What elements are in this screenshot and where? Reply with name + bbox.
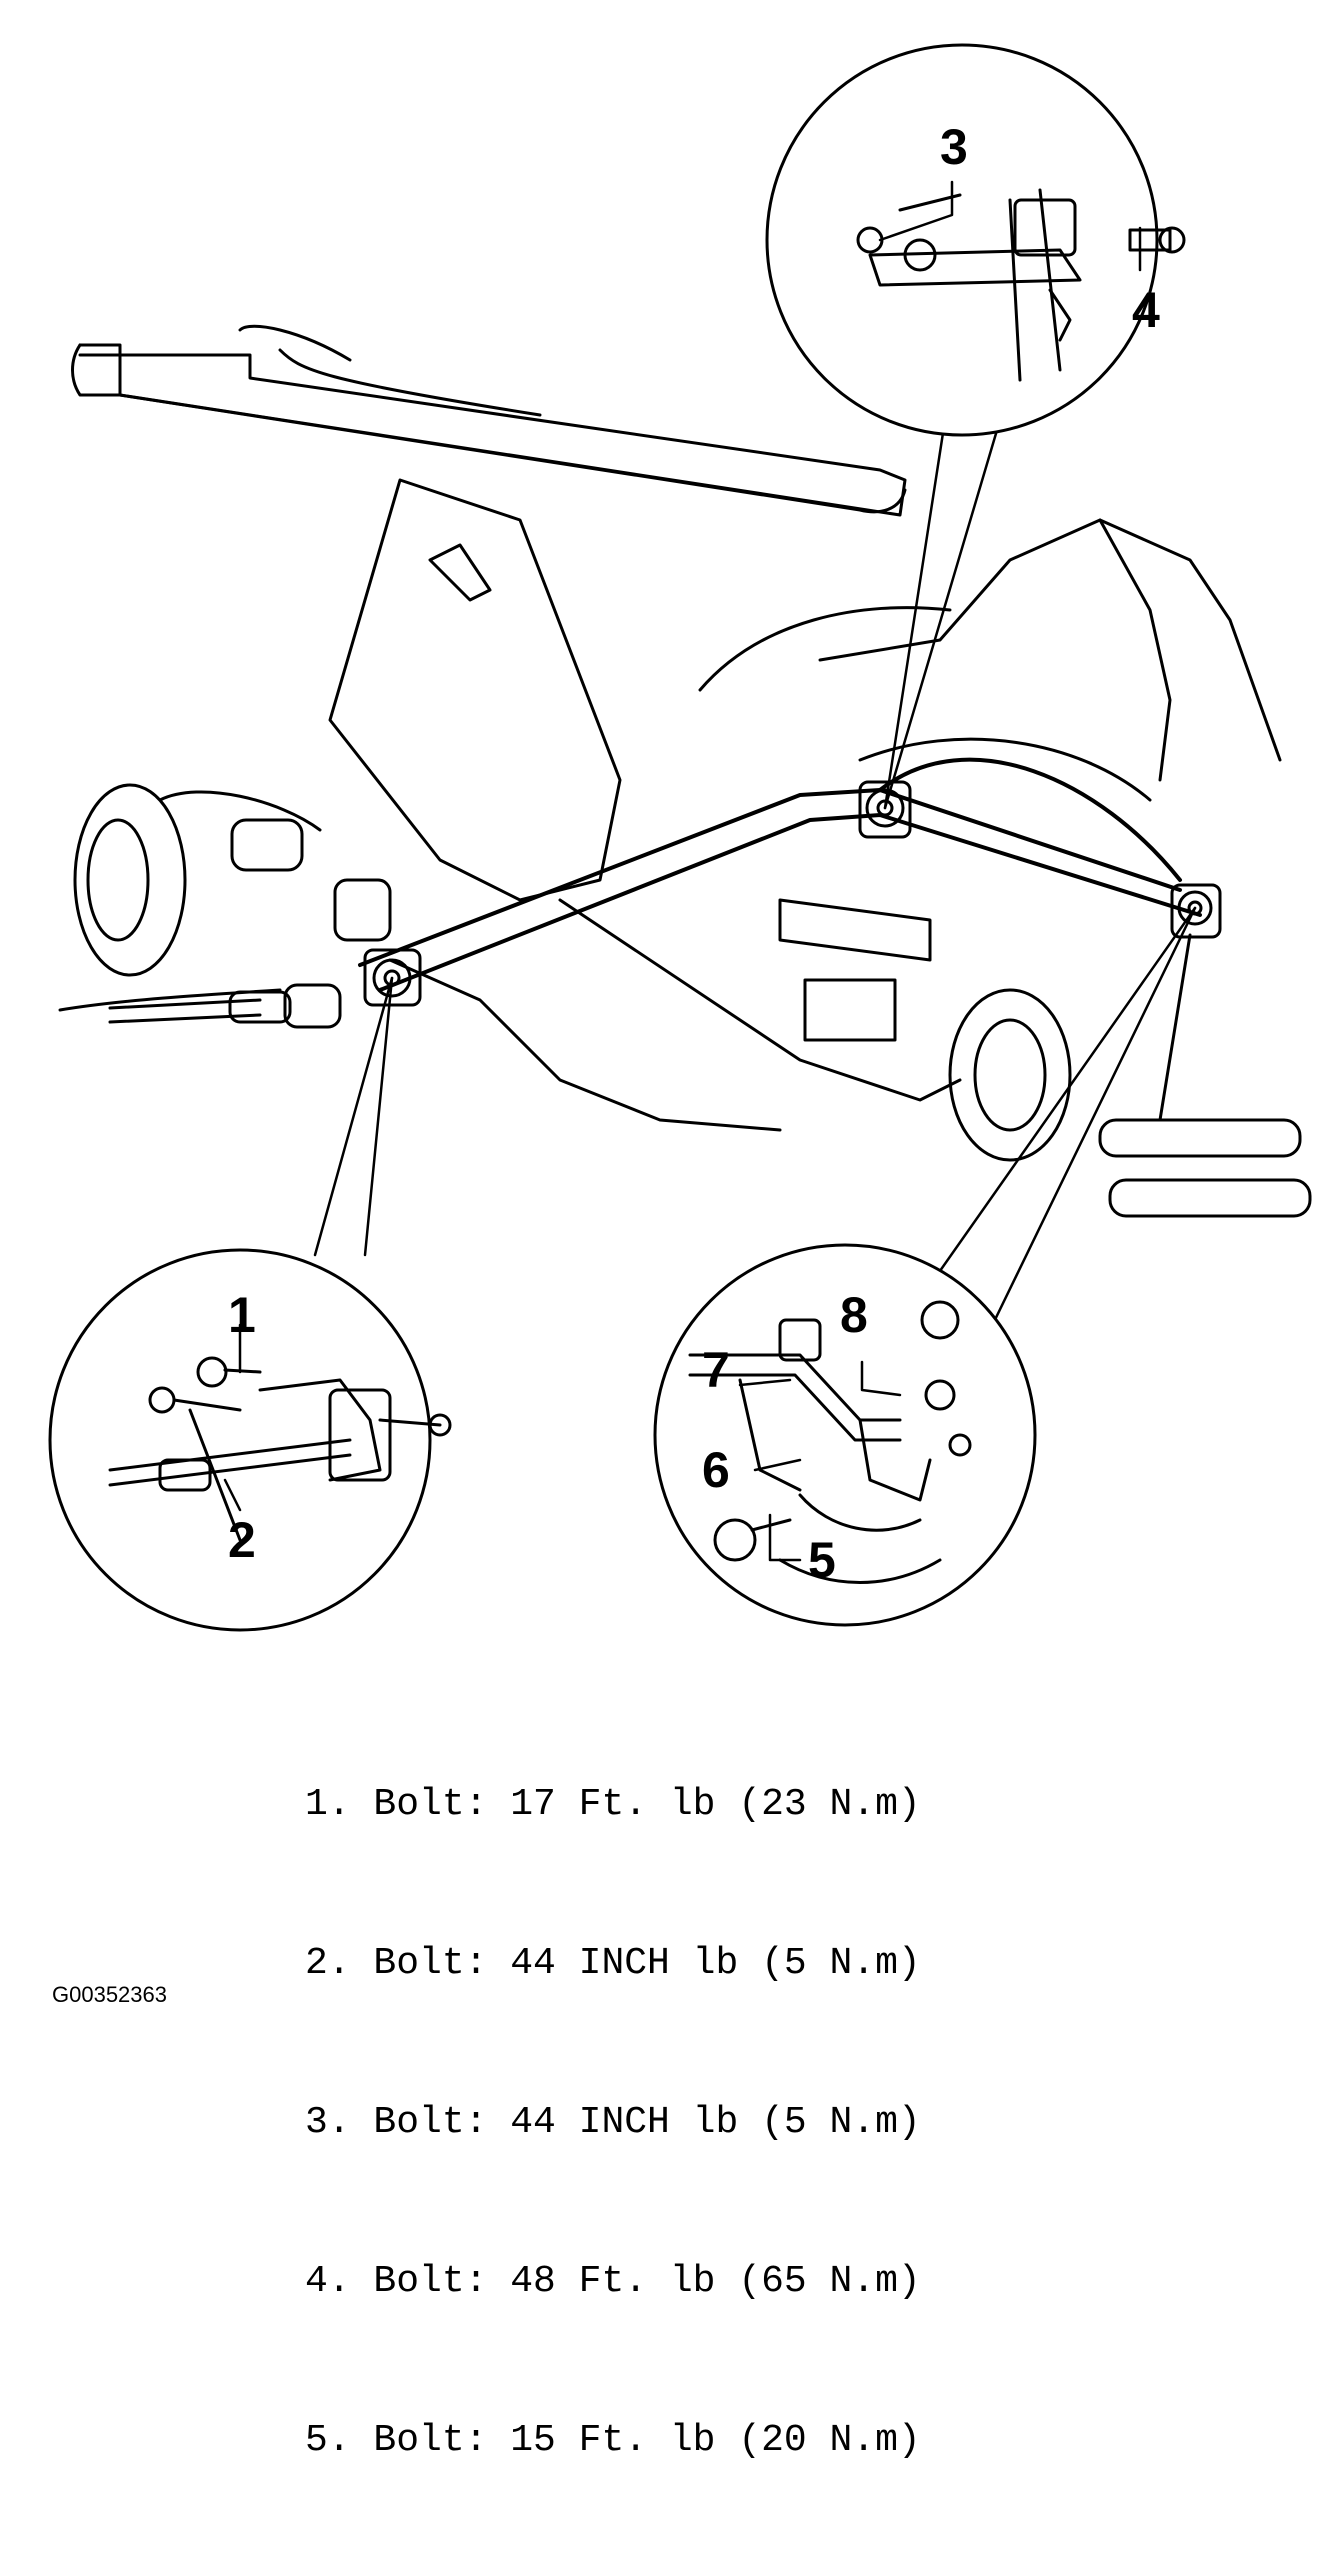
callout-3: 3	[940, 119, 968, 175]
transmission-body	[328, 478, 1282, 1162]
callout-leaders	[223, 180, 1142, 1562]
frame-rail	[71, 324, 907, 517]
callout-6: 6	[702, 1442, 730, 1498]
callout-4: 4	[1132, 282, 1160, 338]
legend-item: 1. Bolt: 17 Ft. lb (23 N.m)	[305, 1783, 921, 1826]
detail-circle-left	[48, 1248, 452, 1632]
drivetrain-illustration	[48, 43, 1312, 1632]
clamp-brackets	[363, 780, 1222, 1007]
legend-item: 2. Bolt: 44 INCH lb (5 N.m)	[305, 1942, 921, 1985]
callout-7: 7	[702, 1342, 730, 1398]
callout-8: 8	[840, 1287, 868, 1343]
leader-lines	[313, 418, 1197, 1332]
detail-circle-right	[653, 1243, 1037, 1627]
figure-id: G00352363	[52, 1982, 167, 2007]
diagram-stage: 3 4 1 2 8 7 6 5 1. Bolt: 17 Ft. lb (23 N…	[48, 43, 1312, 2462]
support-rod	[358, 757, 1202, 992]
cross-member	[1098, 933, 1312, 1218]
legend-item: 3. Bolt: 44 INCH lb (5 N.m)	[305, 2101, 921, 2144]
detail-circle-top	[765, 43, 1186, 437]
axle-assembly	[58, 783, 392, 1012]
callout-5: 5	[808, 1532, 836, 1588]
shift-cable	[108, 983, 342, 1029]
legend-item: 5. Bolt: 15 Ft. lb (20 N.m)	[305, 2419, 921, 2462]
callout-1: 1	[228, 1287, 256, 1343]
torque-legend: 1. Bolt: 17 Ft. lb (23 N.m) 2. Bolt: 44 …	[305, 1672, 921, 2573]
legend-item: 4. Bolt: 48 Ft. lb (65 N.m)	[305, 2260, 921, 2303]
callout-2: 2	[228, 1512, 256, 1568]
